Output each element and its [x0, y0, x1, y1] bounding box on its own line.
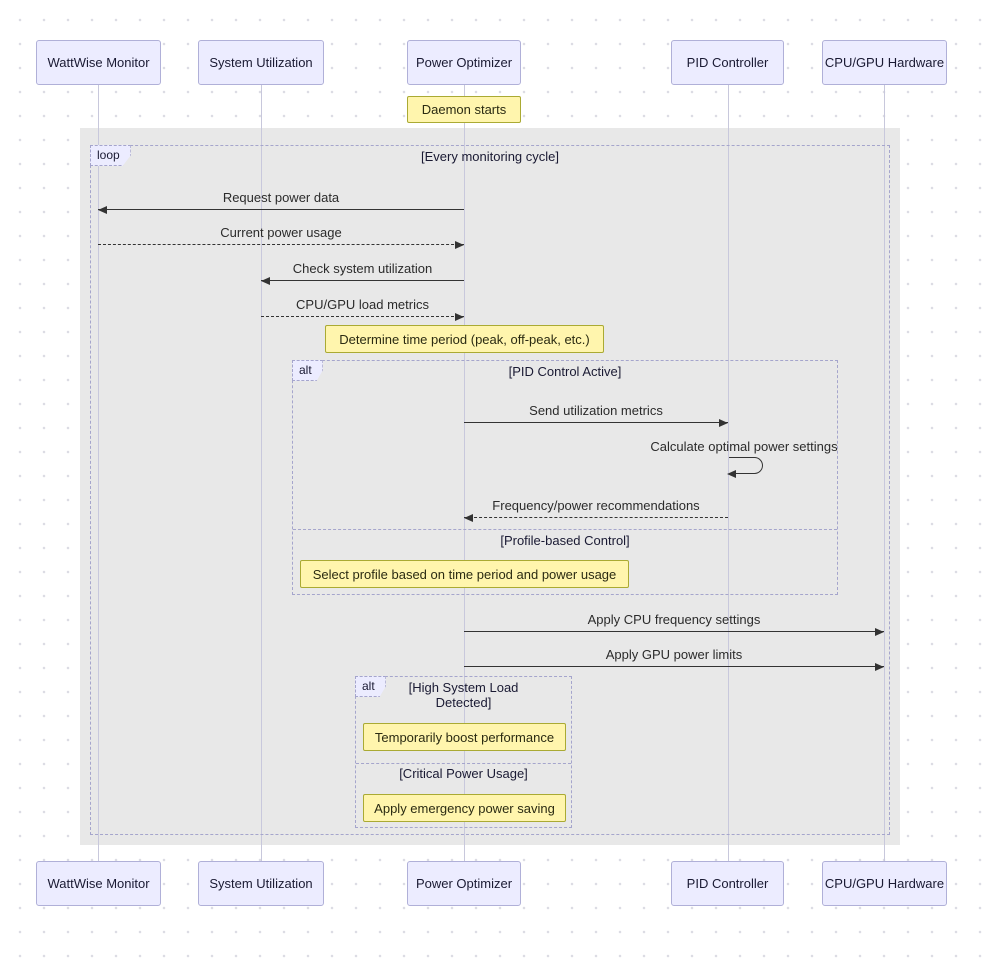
- message-arrow-frequency-power-recommendations: [464, 514, 728, 522]
- lifeline-wattwise-monitor: [98, 85, 99, 861]
- arrowhead-right-icon: [455, 241, 464, 249]
- arrowhead-right-icon: [455, 313, 464, 321]
- arrowhead-left-icon: [261, 277, 270, 285]
- message-arrow-current-power-usage: [98, 241, 464, 249]
- participant-cpu-gpu-hardware-bottom: CPU/GPU Hardware: [822, 861, 947, 906]
- alt-frame-load: alt [High System Load Detected] [Critica…: [355, 676, 572, 828]
- alt-frame-load-else-title: [Critical Power Usage]: [399, 766, 528, 781]
- alt-frame-load-title: [High System Load Detected]: [356, 680, 571, 710]
- message-label-frequency-power-recommendations: Frequency/power recommendations: [492, 498, 700, 513]
- note-daemon-starts: Daemon starts: [407, 96, 521, 123]
- alt-frame-load-title-text: [High System Load Detected]: [408, 680, 519, 710]
- alt-frame-load-divider: [356, 763, 571, 764]
- message-label-cpu-gpu-load-metrics: CPU/GPU load metrics: [296, 297, 429, 312]
- participant-pid-controller-bottom: PID Controller: [671, 861, 784, 906]
- participant-cpu-gpu-hardware-top: CPU/GPU Hardware: [822, 40, 947, 85]
- lifeline-cpu-gpu-hardware: [884, 85, 885, 861]
- alt-frame-pid-title: [PID Control Active]: [508, 364, 622, 379]
- participant-pid-controller-top: PID Controller: [671, 40, 784, 85]
- message-label-current-power-usage: Current power usage: [220, 225, 342, 240]
- note-boost-performance: Temporarily boost performance: [363, 723, 566, 751]
- note-determine-time-period: Determine time period (peak, off-peak, e…: [325, 325, 604, 353]
- message-arrow-apply-gpu-power-limits: [464, 663, 884, 671]
- note-select-profile: Select profile based on time period and …: [300, 560, 629, 588]
- alt-frame-pid-else-title: [Profile-based Control]: [500, 533, 630, 548]
- arrowhead-right-icon: [875, 628, 884, 636]
- loop-frame-title: [Every monitoring cycle]: [421, 149, 559, 164]
- message-arrow-check-system-utilization: [261, 277, 464, 285]
- arrowhead-right-icon: [719, 419, 728, 427]
- participant-system-utilization-top: System Utilization: [198, 40, 324, 85]
- participant-wattwise-monitor-top: WattWise Monitor: [36, 40, 161, 85]
- message-label-apply-gpu-power-limits: Apply GPU power limits: [605, 647, 743, 662]
- message-arrow-cpu-gpu-load-metrics: [261, 313, 464, 321]
- message-label-request-power-data: Request power data: [222, 190, 340, 205]
- message-label-calculate-optimal-power-settings: Calculate optimal power settings: [650, 439, 838, 454]
- participant-power-optimizer-top: Power Optimizer: [407, 40, 521, 85]
- arrowhead-left-icon: [727, 470, 736, 478]
- arrowhead-left-icon: [464, 514, 473, 522]
- lifeline-system-utilization: [261, 85, 262, 861]
- alt-frame-pid: alt [PID Control Active] [Profile-based …: [292, 360, 838, 595]
- loop-frame: loop [Every monitoring cycle]: [90, 145, 890, 835]
- arrowhead-left-icon: [98, 206, 107, 214]
- note-emergency-power-saving: Apply emergency power saving: [363, 794, 566, 822]
- alt-frame-pid-divider: [293, 529, 837, 530]
- loop-frame-label: loop: [90, 145, 131, 166]
- alt-frame-pid-label: alt: [292, 360, 323, 381]
- message-label-check-system-utilization: Check system utilization: [292, 261, 433, 276]
- self-message-loop: [727, 457, 763, 478]
- message-arrow-send-utilization-metrics: [464, 419, 728, 427]
- message-label-apply-cpu-frequency-settings: Apply CPU frequency settings: [587, 612, 761, 627]
- participant-power-optimizer-bottom: Power Optimizer: [407, 861, 521, 906]
- arrowhead-right-icon: [875, 663, 884, 671]
- participant-system-utilization-bottom: System Utilization: [198, 861, 324, 906]
- message-arrow-apply-cpu-frequency-settings: [464, 628, 884, 636]
- message-label-send-utilization-metrics: Send utilization metrics: [529, 403, 663, 418]
- alt-frame-load-label: alt: [355, 676, 386, 697]
- lifeline-power-optimizer: [464, 85, 465, 861]
- participant-wattwise-monitor-bottom: WattWise Monitor: [36, 861, 161, 906]
- message-arrow-request-power-data: [98, 206, 464, 214]
